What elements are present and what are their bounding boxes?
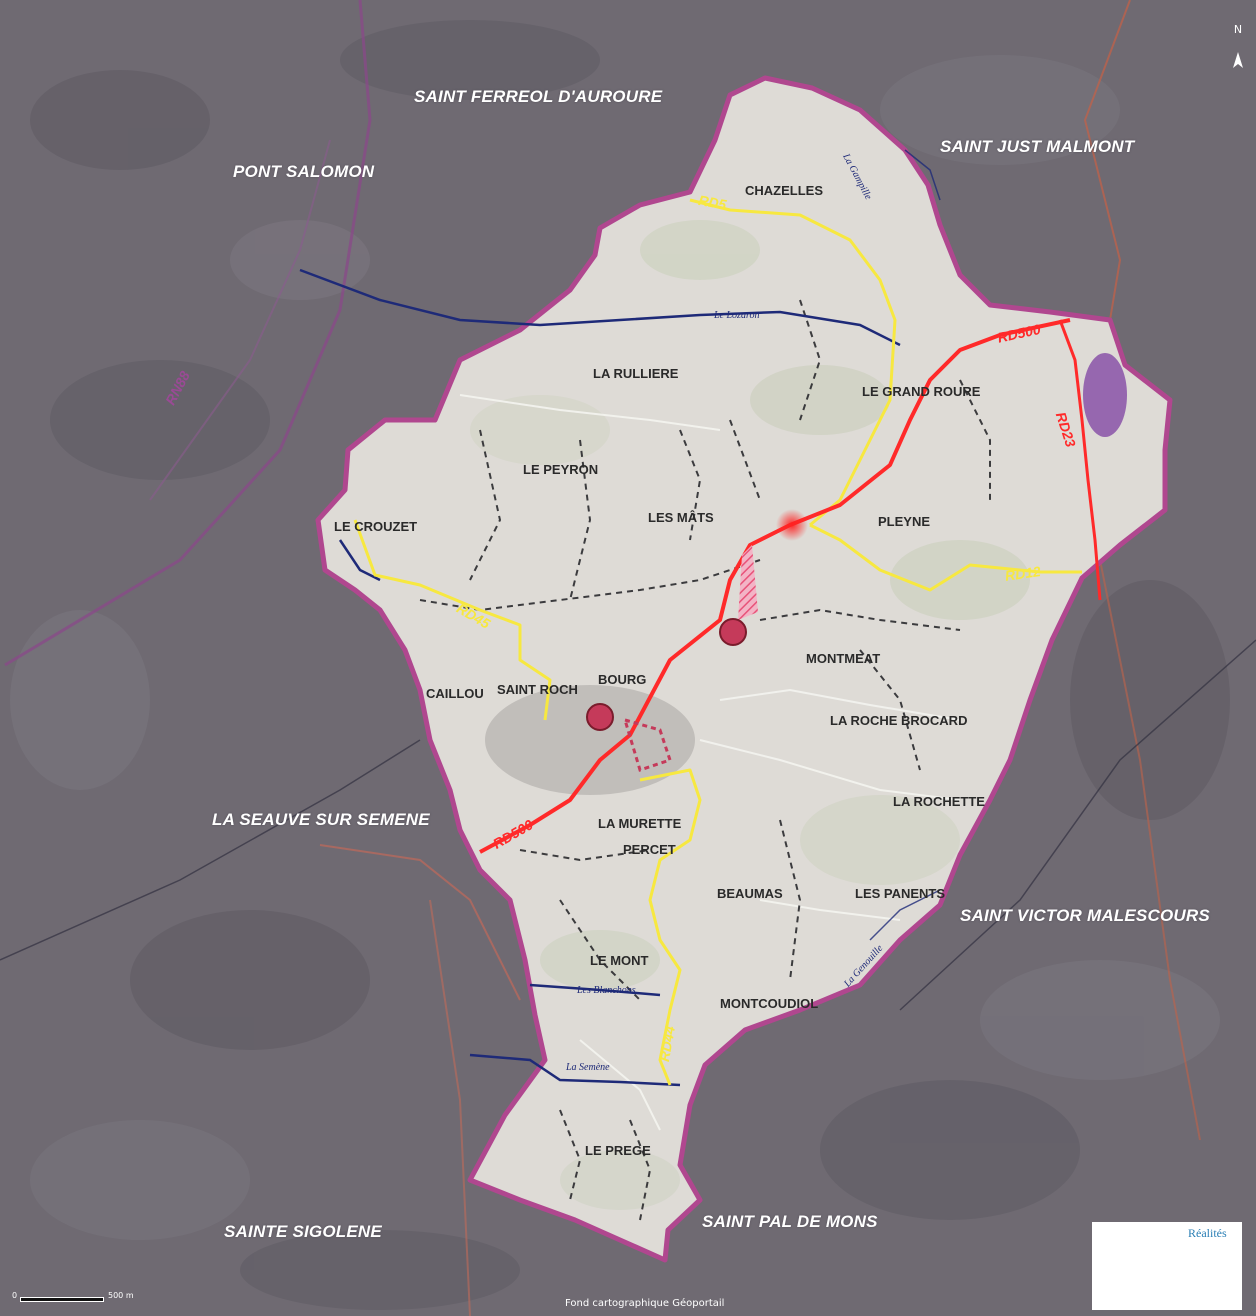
- river-label: Le Lozaron: [714, 310, 760, 321]
- wetland-zone: [1083, 353, 1127, 437]
- rd44-road-line: [639, 768, 702, 1086]
- commune-label: SAINT PAL DE MONS: [702, 1212, 878, 1231]
- crossroad-hotspot: [776, 509, 808, 541]
- locality-label: LA RULLIERE: [593, 366, 679, 381]
- locality-label: MONTMEAT: [806, 651, 881, 666]
- outer-river-line-west: [0, 739, 421, 961]
- locality-label: LA MURETTE: [598, 816, 682, 831]
- locality-label: LE PEYRON: [523, 462, 599, 477]
- commune-label: SAINTE SIGOLENE: [224, 1222, 382, 1241]
- north-arrow-icon: [1233, 52, 1243, 68]
- commune-boundary: [315, 75, 1173, 1263]
- issue-marker: [586, 703, 614, 731]
- yellow-roads: [353, 198, 1082, 1086]
- rd23-road-line: [1058, 319, 1102, 601]
- local-roads: [459, 394, 961, 1131]
- outer-river-line-east: [899, 639, 1256, 1011]
- river-la-gampille-line: [904, 149, 941, 201]
- locality-label: LE MONT: [590, 953, 649, 968]
- hatched-project-zone: [738, 545, 758, 620]
- river-label: La Semène: [566, 1062, 610, 1073]
- rd45-road-line: [353, 519, 552, 721]
- north-label: N: [1233, 23, 1243, 36]
- river-west-line: [338, 539, 381, 582]
- commune-label: LA SEAUVE SUR SEMENE: [212, 810, 430, 829]
- outer-road-line-east: [1099, 559, 1201, 1141]
- locality-label: LA ROCHE BROCARD: [830, 713, 968, 728]
- locality-label: LE GRAND ROURE: [862, 384, 981, 399]
- river-les-blanchons-line: [529, 983, 661, 997]
- locality-label: PERCET: [623, 842, 676, 857]
- scale-distance-label: 500 m: [108, 1291, 134, 1300]
- north-indicator: N: [1226, 24, 1250, 36]
- scale-bar-line: [20, 1297, 104, 1302]
- locality-label: SAINT ROCH: [497, 682, 578, 697]
- locality-label: CAILLOU: [426, 686, 484, 701]
- locality-label: LES MÂTS: [648, 510, 714, 525]
- logo-wordmark: Réalités: [1188, 1226, 1227, 1240]
- rd12-road-line: [809, 523, 1082, 592]
- river-label: Les Blanchons: [577, 985, 636, 996]
- rd5-road-line: [689, 198, 897, 527]
- river-le-lozaron-line: [299, 268, 901, 347]
- river-la-semene-line: [469, 1053, 681, 1087]
- river-la-genouille-line: [869, 889, 941, 941]
- locality-label: LE CROUZET: [334, 519, 418, 534]
- locality-label: LES PANENTS: [855, 886, 946, 901]
- locality-label: BEAUMAS: [717, 886, 783, 901]
- locality-label: BOURG: [598, 672, 647, 687]
- commune-label: SAINT VICTOR MALESCOURS: [960, 906, 1210, 925]
- commune-label: PONT SALOMON: [233, 162, 375, 181]
- outer-road-line-south: [429, 899, 471, 1316]
- outer-road-line-southwest: [319, 844, 521, 1001]
- rivers: [299, 268, 901, 1087]
- locality-label: LE PREGE: [585, 1143, 651, 1158]
- bourg-centre-zone: [622, 717, 672, 772]
- locality-label: CHAZELLES: [745, 183, 823, 198]
- publisher-logo: Réalités: [1092, 1222, 1242, 1310]
- locality-label: MONTCOUDIOL: [720, 996, 819, 1011]
- commune-label: SAINT JUST MALMONT: [940, 137, 1135, 156]
- field-patches: [470, 220, 1030, 1210]
- commune-territory[interactable]: [318, 78, 1170, 1260]
- locality-label: PLEYNE: [878, 514, 931, 529]
- tracks-dashed: [419, 299, 991, 1221]
- rd500-road-line: [479, 318, 1071, 854]
- forest-texture: [10, 20, 1230, 1310]
- issue-marker: [719, 618, 747, 646]
- outer-road-line: [149, 139, 331, 501]
- commune-label: SAINT FERREOL D'AUROURE: [414, 87, 663, 106]
- locality-label: LA ROCHETTE: [893, 794, 985, 809]
- rn88-road-line: [4, 0, 372, 667]
- scale-zero-label: 0: [12, 1291, 18, 1300]
- map-credit: Fond cartographique Géoportail: [565, 1298, 725, 1309]
